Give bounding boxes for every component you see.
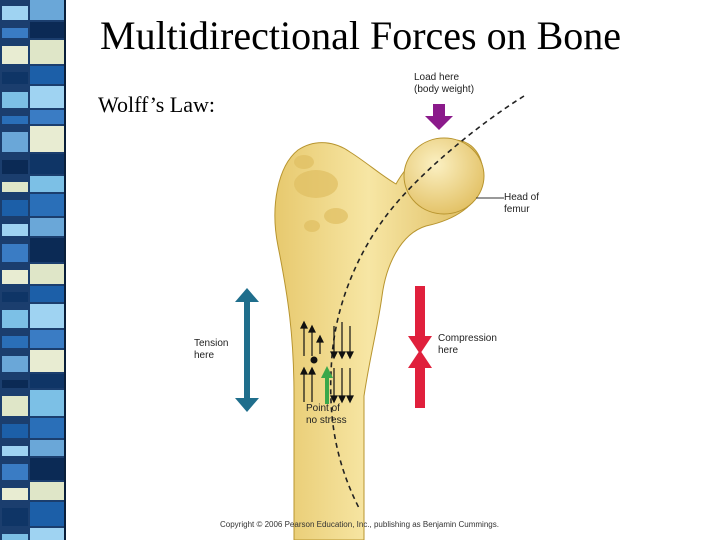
load-label: Load here (body weight): [414, 72, 474, 96]
load-label-line1: Load here: [414, 72, 460, 83]
head-label-line2: femur: [504, 204, 530, 215]
load-label-line2: (body weight): [414, 84, 475, 95]
no-stress-label: Point of no stress: [306, 403, 347, 427]
tension-label-line2: here: [194, 350, 215, 361]
compression-arrow: [408, 286, 432, 408]
femur-illustration: [235, 95, 525, 541]
no-stress-label-line2: no stress: [306, 415, 347, 426]
head-label-line1: Head of: [504, 192, 540, 203]
no-stress-point: [310, 356, 318, 364]
femur-diagram: Load here (body weight) Head of femur Te…: [186, 66, 546, 541]
tension-label: Tension here: [194, 338, 228, 362]
slide-title: Multidirectional Forces on Bone: [100, 13, 622, 58]
slide-subtitle: Wolff’s Law:: [98, 92, 215, 117]
decorative-stripe-bar: [0, 0, 66, 540]
tension-label-line1: Tension: [194, 338, 229, 349]
head-of-femur-label: Head of femur: [504, 192, 539, 216]
internal-stress-arrows: [300, 320, 354, 404]
femur-head: [403, 137, 485, 215]
compression-label: Compression here: [438, 333, 497, 357]
compression-label-line2: here: [438, 345, 459, 356]
tension-arrow: [235, 288, 259, 412]
copyright-notice: Copyright © 2006 Pearson Education, Inc.…: [220, 520, 499, 529]
no-stress-label-line1: Point of: [306, 403, 340, 414]
neutral-axis-dashed-line: [329, 95, 525, 511]
compression-label-line1: Compression: [438, 333, 497, 344]
trochanter-texture: [294, 155, 348, 232]
no-stress-arrow: [321, 366, 333, 404]
load-arrow: [425, 104, 453, 130]
